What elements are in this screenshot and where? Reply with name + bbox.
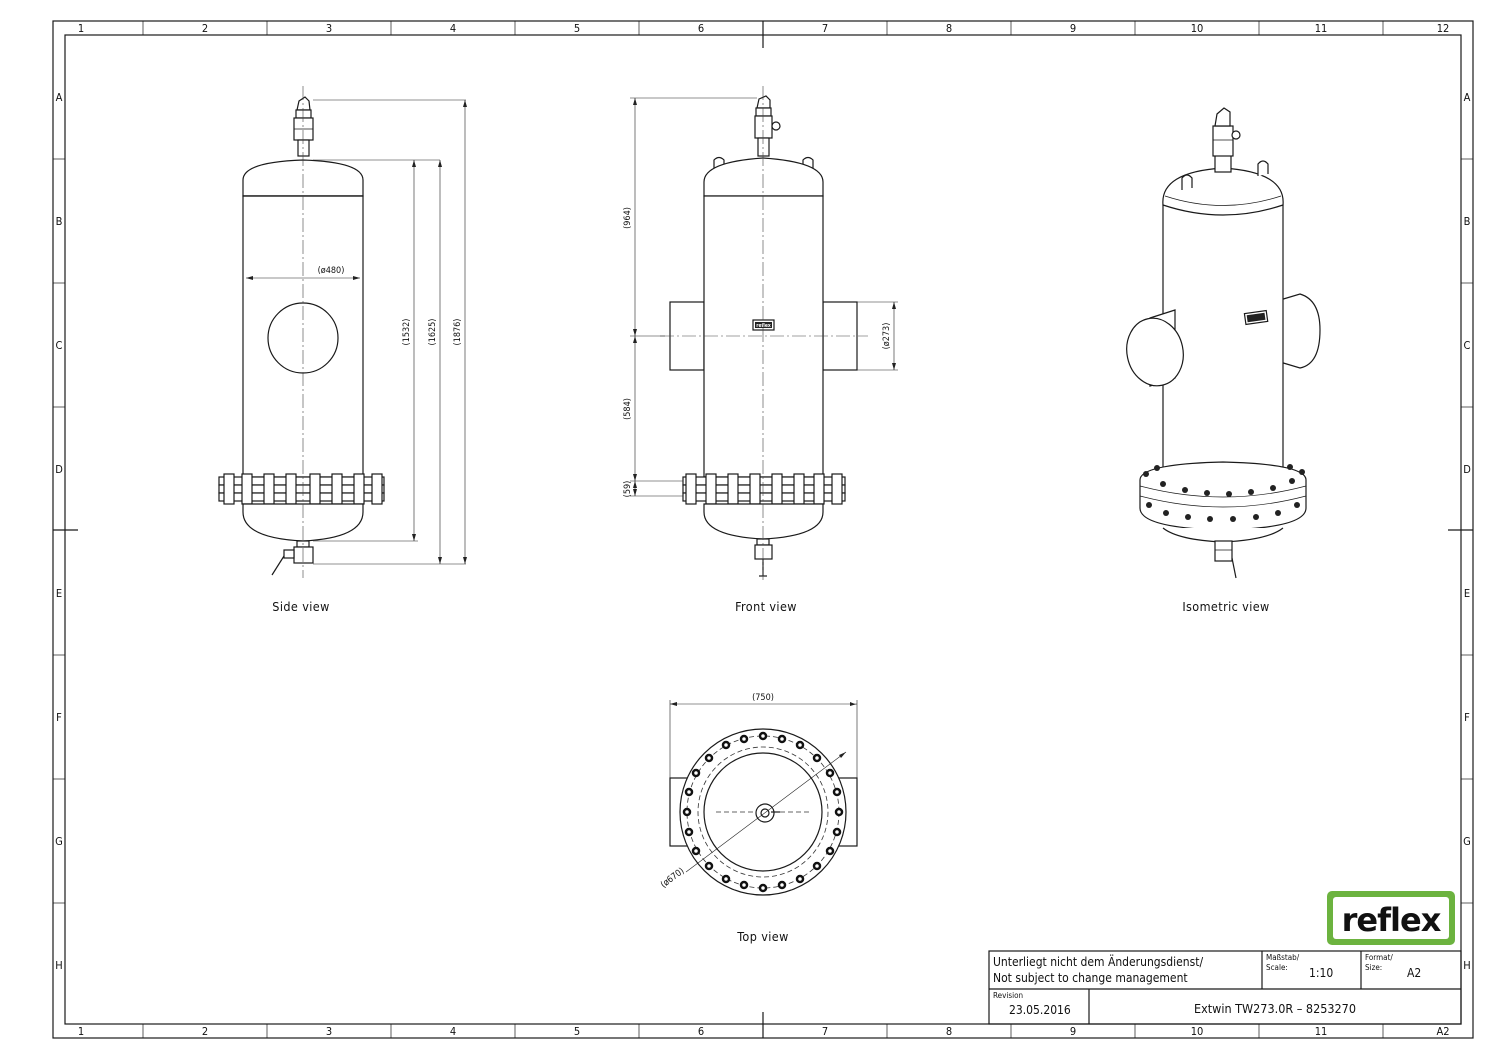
tb-format-value: A2 [1407,966,1421,980]
grid-col-top-7: 7 [822,22,828,35]
grid-row-right-f: F [1464,711,1470,724]
front-badge-text: reflex [756,323,771,329]
caption-top-view: Top view [736,929,788,944]
grid-col-top-9: 9 [1070,22,1076,35]
dim-front-nozzle: (ø273) [882,323,892,350]
grid-row-right-g: G [1463,835,1471,848]
grid-col-bottom-9: 9 [1070,1025,1076,1038]
grid-row-right-b: B [1464,215,1471,228]
grid-col-bottom-6: 6 [698,1025,704,1038]
grid-col-top-2: 2 [202,22,208,35]
caption-side-view: Side view [272,599,329,614]
grid-row-right-h: H [1463,959,1470,972]
grid-col-top-3: 3 [326,22,332,35]
grid-row-right-d: D [1463,463,1471,476]
grid-row-left-a: A [56,91,63,104]
grid-row-left-c: C [56,339,63,352]
dim-side-h1: (1532) [402,319,412,346]
grid-col-bottom-8: 8 [946,1025,952,1038]
tb-revision-label: Revision [993,991,1023,1000]
front-view: reflex (964) (584) [623,86,898,614]
dim-side-diameter: (ø480) [318,266,345,276]
grid-col-bottom-1: 1 [78,1025,84,1038]
grid-row-right-a: A [1464,91,1471,104]
tb-revision-value: 23.05.2016 [1009,1003,1071,1017]
caption-front-view: Front view [735,599,797,614]
tb-scale-value: 1:10 [1309,966,1333,980]
grid-row-left-d: D [55,463,63,476]
grid-row-left-g: G [55,835,63,848]
grid-col-top-11: 11 [1315,22,1328,35]
title-block: Unterliegt nicht dem Änderungsdienst/ No… [988,950,1462,1025]
drawing-frame [52,20,1474,1039]
grid-col-top-8: 8 [946,22,952,35]
grid-row-left-b: B [56,215,63,228]
side-view: (ø480) (1532) (1625) (1876) Side view [218,86,467,614]
grid-col-top-6: 6 [698,22,704,35]
grid-col-bottom-5: 5 [574,1025,580,1038]
dim-front-bottom: (59) [623,481,633,498]
logo-text: reflex [1342,901,1442,939]
dim-side-h2: (1625) [428,319,438,346]
grid-col-top-4: 4 [450,22,456,35]
dim-front-lower: (584) [623,398,633,420]
tb-scale-label-de: Maßstab/ [1266,953,1300,962]
grid-row-right-c: C [1464,339,1471,352]
dim-side-h3: (1876) [453,319,463,346]
isometric-view: Isometric view [1126,107,1321,614]
tb-format-label-de: Format/ [1365,953,1393,962]
grid-row-left-f: F [56,711,62,724]
grid-col-top-5: 5 [574,22,580,35]
tb-notice-en: Not subject to change management [993,971,1188,985]
grid-col-top-12: 12 [1437,22,1450,35]
grid-col-bottom-4: 4 [450,1025,456,1038]
dim-top-width: (750) [752,693,774,703]
tb-notice-de: Unterliegt nicht dem Änderungsdienst/ [993,954,1203,969]
tb-drawing-title: Extwin TW273.0R – 8253270 [1194,1001,1356,1016]
grid-col-bottom-last: A2 [1436,1025,1449,1038]
top-view: (750) (ø670) Top view [659,693,858,944]
tb-scale-label-en: Scale: [1266,963,1288,972]
caption-isometric-view: Isometric view [1182,599,1269,614]
grid-row-left-e: E [56,587,62,600]
dim-front-upper: (964) [623,207,633,229]
grid-col-top-10: 10 [1191,22,1204,35]
grid-row-right-e: E [1464,587,1470,600]
tb-format-label-en: Size: [1365,963,1382,972]
grid-row-left-h: H [55,959,62,972]
grid-col-bottom-7: 7 [822,1025,828,1038]
grid-col-bottom-11: 11 [1315,1025,1328,1038]
grid-col-bottom-10: 10 [1191,1025,1204,1038]
grid-col-bottom-3: 3 [326,1025,332,1038]
grid-col-top-1: 1 [78,22,84,35]
grid-col-bottom-2: 2 [202,1025,208,1038]
reflex-logo: reflex [1327,891,1455,945]
dim-top-flange: (ø670) [659,866,686,890]
